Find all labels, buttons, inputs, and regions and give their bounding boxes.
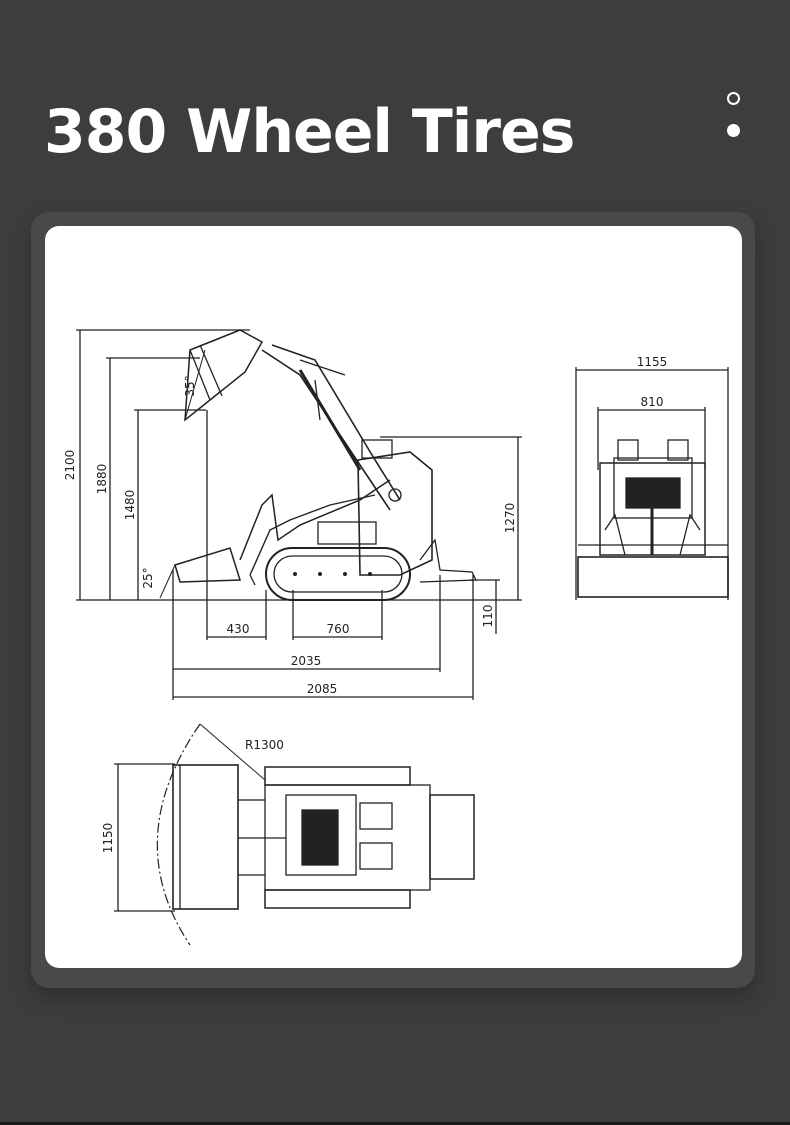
- dim-810: 810: [641, 395, 664, 409]
- dim-110: 110: [481, 605, 495, 628]
- page-dot-active[interactable]: [727, 124, 740, 137]
- dim-r1300: R1300: [245, 738, 284, 752]
- page-indicator: [725, 90, 743, 144]
- dim-1155: 1155: [637, 355, 668, 369]
- dim-2035: 2035: [291, 654, 322, 668]
- front-view: [575, 367, 729, 600]
- dimension-labels: 2100 1880 1480 1270 110 35° 25° 430 760 …: [63, 355, 667, 853]
- dim-1150: 1150: [101, 823, 115, 854]
- top-view: [114, 723, 475, 946]
- page-dot-inactive[interactable]: [727, 92, 740, 105]
- angle-35: 35°: [183, 375, 197, 396]
- dim-430: 430: [227, 622, 250, 636]
- dim-1270: 1270: [503, 503, 517, 534]
- page-title: 380 Wheel Tires: [44, 97, 575, 167]
- dim-2100: 2100: [63, 450, 77, 481]
- dim-1880: 1880: [95, 464, 109, 495]
- dim-2085: 2085: [307, 682, 338, 696]
- bottom-divider: [0, 1122, 790, 1125]
- angle-25: 25°: [141, 567, 155, 588]
- dim-1480: 1480: [123, 490, 137, 521]
- side-view: [76, 329, 522, 700]
- dim-760: 760: [327, 622, 350, 636]
